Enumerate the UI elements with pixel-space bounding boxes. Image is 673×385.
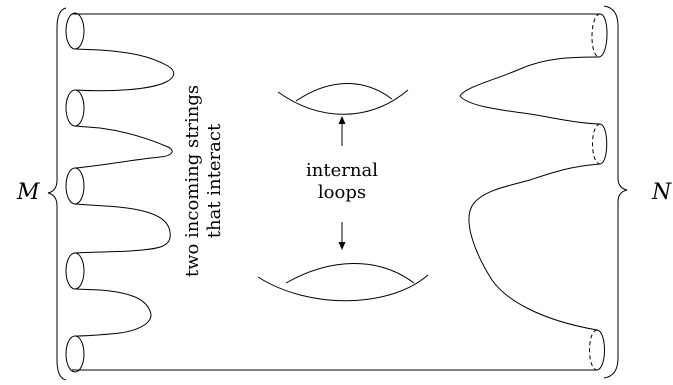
outgoing-string-end-3-hidden: [589, 329, 598, 371]
boundary-label-n: N: [652, 180, 672, 205]
left-tube-4: [74, 288, 152, 337]
boundary-label-m: M: [17, 180, 40, 205]
outgoing-string-end-1-hidden: [591, 13, 601, 58]
incoming-string-end-3: [65, 167, 85, 205]
internal-loop-upper-inner: [295, 83, 393, 102]
left-tube-3: [74, 203, 171, 254]
right-tube-2: [468, 163, 601, 331]
annotation-internal-line-1: internal: [306, 160, 378, 181]
left-tube-2: [74, 125, 173, 169]
left-tube-1: [74, 48, 175, 92]
annotation-incoming-line-2: that interact: [204, 123, 225, 239]
outgoing-string-end-2-hidden: [592, 123, 601, 165]
annotation-internal-loops: internal loops: [300, 160, 384, 204]
incoming-string-end-5: [65, 335, 85, 373]
outgoing-string-end-3: [596, 329, 605, 371]
left-curly-bracket: [47, 7, 67, 381]
internal-loop-lower-inner: [285, 263, 415, 284]
annotation-incoming-line-1: two incoming strings: [182, 84, 203, 278]
incoming-string-end-4: [65, 252, 85, 290]
incoming-string-end-1: [65, 12, 85, 50]
incoming-string-end-2: [65, 89, 85, 127]
annotation-incoming-strings: two incoming strings that interact: [178, 72, 230, 290]
internal-loop-upper-outer: [277, 89, 409, 115]
arrow-down-head: [338, 242, 346, 250]
arrow-up-head: [338, 116, 346, 124]
outgoing-string-end-2: [599, 123, 608, 165]
internal-loop-lower-outer: [257, 274, 429, 302]
outgoing-string-end-1: [598, 13, 608, 58]
right-curly-bracket: [603, 5, 628, 379]
right-tube-1: [459, 56, 601, 125]
annotation-internal-line-2: loops: [317, 182, 367, 203]
